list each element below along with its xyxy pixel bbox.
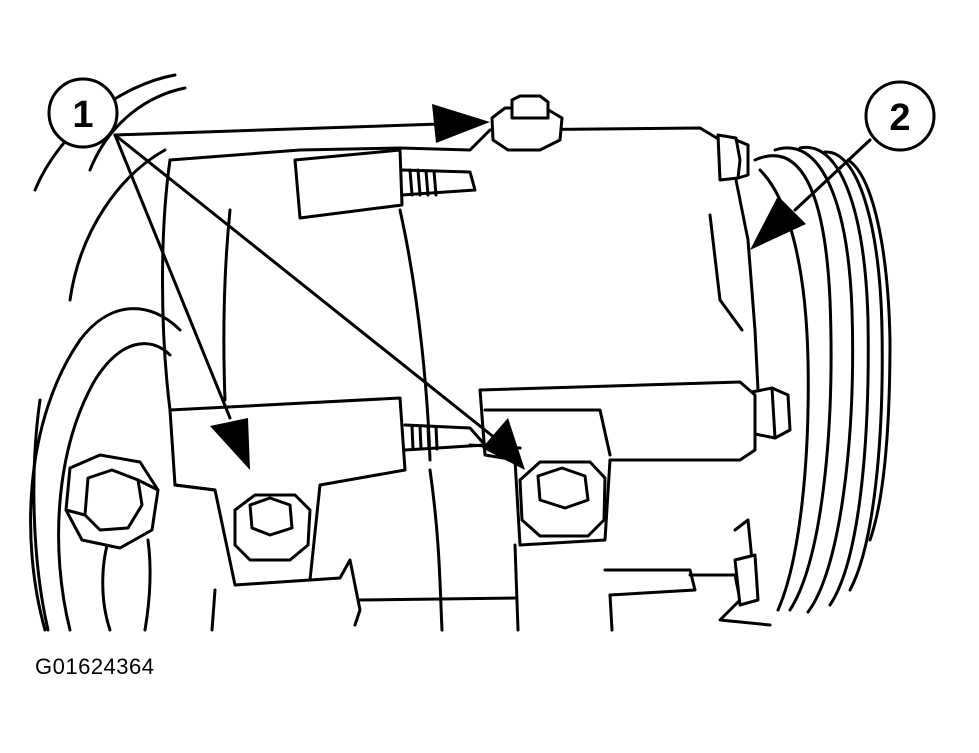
engine-arc-3	[88, 86, 187, 172]
arrowhead-lower-left	[210, 418, 250, 470]
callout-2-leader	[793, 138, 872, 212]
right-bolt-upper	[716, 133, 750, 182]
callout-2-label: 2	[889, 97, 910, 139]
crank-pulley-bolt	[64, 453, 160, 550]
compressor-lower-housing	[210, 518, 772, 632]
crank-pulley	[29, 307, 182, 632]
arrowhead-lower-right	[482, 418, 525, 470]
figure-id: G01624364	[35, 654, 155, 679]
upper-mount-ear	[293, 148, 477, 220]
callout-1: 1	[47, 77, 119, 149]
lower-right-bolt	[518, 460, 607, 538]
compressor-body	[161, 126, 760, 632]
callout-1-leaders	[113, 122, 497, 440]
top-bolt	[490, 94, 564, 152]
arrowhead-top	[432, 104, 490, 143]
compressor-pulley	[753, 145, 892, 614]
lower-left-bolt	[233, 493, 312, 562]
callout-2: 2	[864, 80, 936, 152]
right-bolt-middle	[750, 386, 792, 440]
engine-arc-inner	[68, 148, 167, 302]
arrowhead-callout-2	[750, 196, 806, 250]
callout-1-label: 1	[72, 94, 93, 136]
